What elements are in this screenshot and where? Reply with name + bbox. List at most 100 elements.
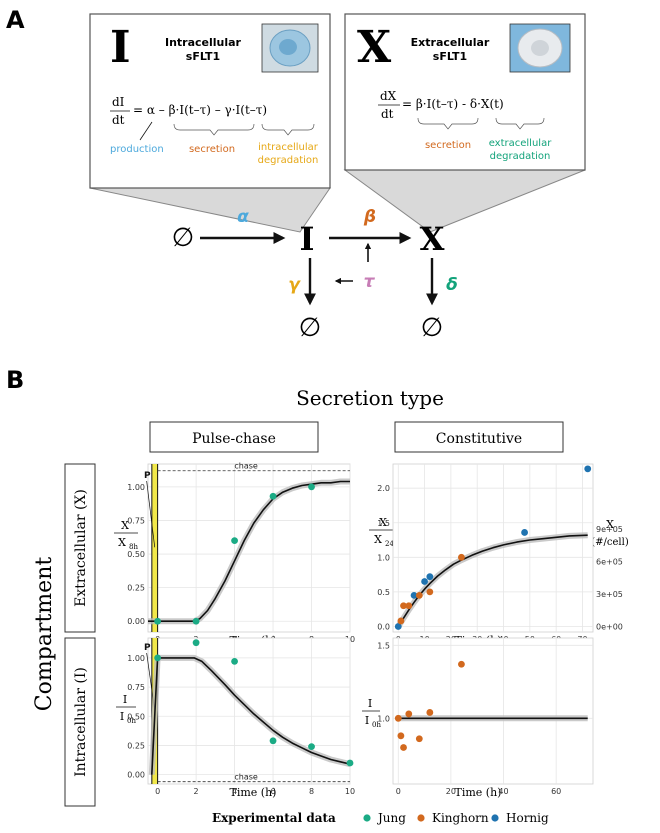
x_pulse-point-jung (231, 537, 238, 545)
x_const-point-hornig (410, 591, 418, 599)
i_const-point-kinghorn (405, 710, 413, 718)
ylabel-x-pulse-den: X (118, 536, 126, 549)
legend-title: Experimental data (212, 811, 336, 825)
empty-set-x: ∅ (421, 313, 444, 343)
i_const-xtick-label: 40 (498, 787, 508, 796)
label-gamma: γ (288, 275, 301, 295)
i_pulse-point-jung (346, 759, 354, 767)
secondary-axis-label-1: X (606, 518, 614, 531)
ylabel-x-pulse-sub: 8h (129, 543, 138, 551)
ylabel-x-pulse-num: X (121, 519, 129, 532)
x_pulse-point-jung (154, 617, 162, 625)
box-x-symbol: X (357, 22, 392, 73)
row-label-intracellular: Intracellular (I) (73, 667, 89, 777)
x_const-ytick-label: 0.0 (377, 622, 390, 631)
eq-i-lhs-top: dI (112, 95, 125, 109)
x_pulse-ytick-label: 0.75 (127, 516, 145, 525)
i_pulse-point-jung (231, 657, 238, 665)
col-label-constitutive: Constitutive (436, 431, 522, 447)
i_pulse-model-line (151, 657, 351, 775)
eq-x-lhs-top: dX (380, 89, 397, 103)
ylabel-x-const-num: X (379, 516, 387, 529)
x_const-point-kinghorn (405, 602, 413, 610)
ylabel-i-const-den: I (365, 714, 369, 727)
cell-icon-extracellular (509, 23, 571, 73)
legend-label-hornig: Hornig (506, 811, 549, 825)
col-strip-pulse (149, 421, 319, 453)
plot-i-const: I I 0h Time (h) (362, 697, 501, 799)
legend-label-kinghorn: Kinghorn (432, 811, 489, 825)
x_const-point-kinghorn (458, 553, 465, 561)
x_pulse-pulse-pointer (146, 480, 156, 548)
i_pulse-point-jung (154, 654, 162, 662)
i_pulse-ytick-label: 0.50 (127, 712, 145, 721)
x_const-point-kinghorn (397, 617, 405, 625)
x_const-point-kinghorn (426, 588, 434, 596)
xlabel-i-const: Time (h) (455, 786, 502, 799)
panel-b-label: B (6, 366, 24, 394)
ylabel-x-const-den: X (374, 533, 382, 546)
compartment-header: Compartment (32, 557, 57, 712)
ylabel-i-const-sub: 0h (372, 721, 381, 729)
x_const-ytick-label: 0.5 (377, 588, 390, 597)
x_pulse-ytick-label: 0.25 (127, 584, 145, 593)
charts-layer: 02468100.000.250.500.751.00chaseP0102030… (127, 462, 623, 796)
row-strip-extracellular (64, 463, 96, 633)
i_const-point-kinghorn (426, 709, 434, 716)
label-beta: β (363, 207, 376, 227)
x_const-secondary-tick-label: 0e+00 (596, 622, 623, 631)
i_const-point-kinghorn (394, 714, 402, 722)
i_pulse-ytick-label: 0.00 (127, 771, 145, 780)
panel-a-label: A (6, 6, 25, 34)
i_pulse-point-jung (269, 737, 277, 745)
i_const-xtick-label: 60 (551, 787, 561, 796)
term-i-degradation-2: degradation (258, 155, 319, 166)
reaction-network: ∅ α I β X τ γ ∅ δ ∅ (172, 207, 458, 343)
term-i-degradation-1: intracellular (258, 142, 319, 153)
x_const-point-kinghorn (415, 591, 423, 599)
eq-x-lhs-bottom: dt (381, 107, 394, 121)
x_const-point-hornig (394, 623, 402, 630)
x_pulse-pulse-band (151, 464, 158, 632)
eq-x-rhs: = β·I(t–τ) - δ·X(t) (402, 97, 504, 111)
x_pulse-point-jung (192, 617, 200, 625)
i_pulse-xtick-label: 8 (309, 787, 314, 796)
x_const-point-hornig (521, 529, 528, 536)
x_pulse-panel-bg (147, 463, 351, 633)
i_pulse-xtick-label: 2 (194, 787, 199, 796)
cell-icon-intracellular (261, 23, 319, 73)
x_const-point-hornig (584, 465, 592, 473)
i_const-xtick-label: 20 (446, 787, 456, 796)
label-tau: τ (364, 272, 376, 292)
legend-swatch-jung (363, 814, 371, 822)
label-alpha: α (237, 207, 249, 227)
i_pulse-chase-label: chase (234, 773, 258, 782)
i_pulse-pulse-label: P (144, 643, 151, 653)
plot-i-pulse: I I 0h Time (h) (116, 693, 276, 799)
box-intracellular: I Intracellular sFLT1 dI dt = α – β·I(t–… (89, 13, 331, 189)
i_pulse-ytick-label: 0.75 (127, 683, 145, 692)
col-label-pulse: Pulse-chase (192, 431, 276, 447)
term-i-secretion: secretion (189, 144, 235, 155)
x_pulse-point-jung (308, 483, 315, 491)
x_const-secondary-tick-label: 9e+05 (596, 525, 623, 534)
x_const-secondary-tick-label: 3e+05 (596, 590, 623, 599)
legend-swatch-kinghorn (417, 814, 425, 822)
term-x-degradation-1: extracellular (489, 138, 553, 149)
x_pulse-point-jung (269, 492, 277, 500)
term-x-secretion: secretion (425, 140, 471, 151)
x_const-secondary-tick-label: 6e+05 (596, 557, 623, 566)
i_pulse-xtick-label: 0 (155, 787, 160, 796)
node-x: X (420, 220, 445, 258)
box-x-title-2: sFLT1 (433, 50, 467, 63)
x_const-ytick-label: 1.0 (377, 553, 390, 562)
secondary-axis-label-2: (#/cell) (591, 537, 629, 548)
i_const-panel-bg (392, 637, 594, 785)
x_const-point-kinghorn (400, 602, 407, 610)
i_const-point-kinghorn (415, 735, 423, 743)
empty-set-i: ∅ (299, 313, 322, 343)
xlabel-i-pulse: Time (h) (230, 786, 277, 799)
eq-i-rhs: = α – β·I(t–τ) – γ·I(t–τ) (133, 103, 267, 117)
x_pulse-chase-label: chase (234, 462, 258, 471)
